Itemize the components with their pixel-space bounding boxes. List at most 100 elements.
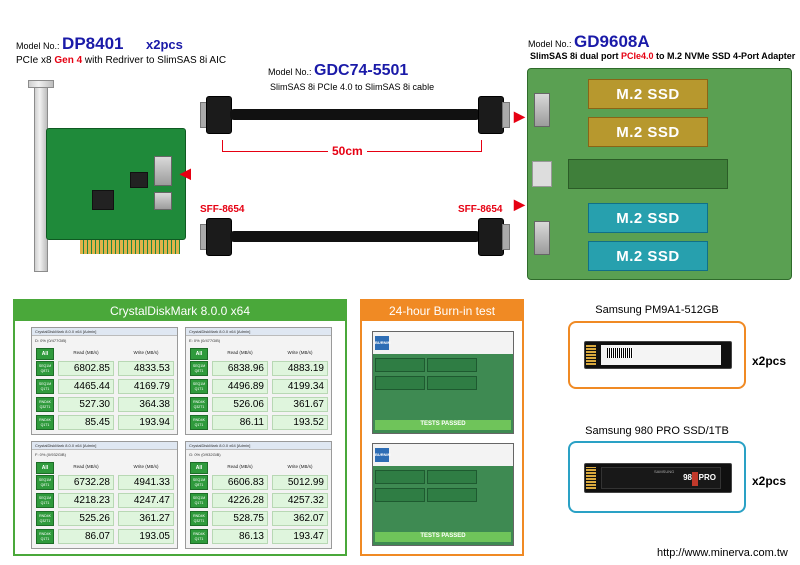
ssd2-title: Samsung 980 PRO SSD/1TB [585,425,729,437]
aic-model-line: Model No.: DP8401 x2pcs [16,34,183,54]
cable-body [230,109,480,120]
cdm-read-value: 6732.28 [58,475,114,490]
cdm-all-button[interactable]: All [36,348,54,360]
cdm-row-label: SEQ1M Q1T1 [190,379,208,394]
cdm-write-value: 4833.53 [118,361,174,376]
ssd2-sticker-model: 980 PRO [683,473,716,482]
cdm-write-header: Write (MB/s) [133,464,159,469]
burnin-header [373,444,513,466]
aic-desc-gen: Gen 4 [54,55,83,66]
ssd2-red-mark [692,472,698,486]
cdm-row-label: RND4K Q32T1 [190,397,208,412]
cdm-write-header: Write (MB/s) [287,350,313,355]
adapter-desc-text: SlimSAS 8i dual port [530,51,622,61]
cdm-row-label: SEQ1M Q1T1 [190,493,208,508]
cdm-read-value: 528.75 [212,511,268,526]
adapter-model-number: GD9608A [574,32,650,51]
burnin-window: BURNIN TESTS PASSED [372,331,514,434]
aic-redriver-chip-2 [130,172,148,188]
cdm-window-title: CrystalDiskMark 8.0.0 x64 [Admin] [32,442,177,450]
cable-pull-tab-right [502,102,510,128]
ssd1-connector [586,345,596,365]
m2-slot-1: M.2 SSD [588,79,708,109]
adapter-board-image: M.2 SSD M.2 SSD M.2 SSD M.2 SSD [527,68,792,280]
cdm-window-drive: D: 0% (0/477GiB) [35,338,67,343]
burnin-header [373,332,513,354]
ssd1-title: Samsung PM9A1-512GB [595,304,719,316]
adapter-desc-text-2: to M.2 NVMe SSD 4-Port Adapter [653,51,796,61]
ssd1-barcode [607,348,633,358]
cdm-row-label: RND4K Q32T1 [190,511,208,526]
aic-model-prefix: Model No.: [16,41,60,51]
cdm-write-value: 361.27 [118,511,174,526]
burnin-logo: BURNIN [375,336,391,350]
cdm-read-value: 4465.44 [58,379,114,394]
cdm-read-value: 4226.28 [212,493,268,508]
cdm-all-button[interactable]: All [190,348,208,360]
cable-model-prefix: Model No.: [268,67,312,77]
arrow-to-adapter-top-icon: ▶ [514,108,525,124]
ssd2-connector [586,467,596,489]
cable-model-number: GDC74-5501 [314,62,409,79]
ssd2-stick-image: 980 PRO SAMSUNG [584,463,732,493]
cdm-read-value: 526.06 [212,397,268,412]
cdm-window-title: CrystalDiskMark 8.0.0 x64 [Admin] [186,328,331,336]
cdm-read-header: Read (MB/s) [227,350,253,355]
adapter-slimsas-port-1 [534,93,550,127]
m2-slot-3-label: M.2 SSD [616,209,680,227]
cdm-row-label: SEQ1M Q1T1 [36,493,54,508]
cdm-row-label: SEQ1M Q8T1 [190,475,208,490]
cable-model-line: Model No.: GDC74-5501 [268,62,408,80]
cdm-row-label: SEQ1M Q8T1 [190,361,208,376]
cdm-row-label: RND4K Q1T1 [190,415,208,430]
cable2-plug-right [478,218,504,256]
adapter-power-connector [532,161,552,187]
cdm-window: CrystalDiskMark 8.0.0 x64 [Admin] D: 0% … [31,327,178,435]
cdm-read-value: 4218.23 [58,493,114,508]
cdm-write-value: 193.52 [272,415,328,430]
cdm-all-button[interactable]: All [36,462,54,474]
ssd2-sticker: 980 PRO SAMSUNG [601,467,721,489]
burnin-drive-tile [427,358,477,372]
cdm-write-value: 193.94 [118,415,174,430]
cdm-read-value: 6838.96 [212,361,268,376]
cdm-all-button[interactable]: All [190,462,208,474]
aic-slimsas-port-2 [154,192,172,210]
cdm-write-value: 4199.34 [272,379,328,394]
cable-top-image [200,92,510,147]
cdm-window-drive: F: 0% (0/932GiB) [35,452,66,457]
cdm-read-value: 4496.89 [212,379,268,394]
cdm-read-header: Read (MB/s) [73,350,99,355]
burnin-tests-passed: TESTS PASSED [375,532,511,542]
cable2-pull-tab-right [502,224,510,250]
aic-card-image [20,80,195,280]
aic-gold-fingers [80,240,180,254]
cdm-write-value: 193.05 [118,529,174,544]
burnin-drive-tile [427,470,477,484]
cdm-window-drive: E: 0% (0/477GiB) [189,338,221,343]
adapter-model-line: Model No.: GD9608A [528,32,650,52]
m2-slot-4-label: M.2 SSD [616,247,680,265]
cdm-window-title: CrystalDiskMark 8.0.0 x64 [Admin] [186,442,331,450]
cdm-row-label: RND4K Q1T1 [36,529,54,544]
cable-plug-left [206,96,232,134]
arrow-to-adapter-bottom-icon: ▶ [514,196,525,212]
cdm-read-header: Read (MB/s) [227,464,253,469]
m2-slot-1-label: M.2 SSD [616,85,680,103]
m2-slot-2: M.2 SSD [588,117,708,147]
cdm-row-label: SEQ1M Q1T1 [36,379,54,394]
burnin-panel: 24-hour Burn-in test BURNIN TESTS PASSED… [360,299,524,556]
cable2-plug-left [206,218,232,256]
aic-slimsas-port [154,156,172,186]
footer-url[interactable]: http://www.minerva.com.tw [657,547,788,559]
cable2-body [230,231,480,242]
burnin-drive-tile [375,470,425,484]
cdm-row-label: SEQ1M Q8T1 [36,361,54,376]
adapter-slimsas-port-2 [534,221,550,255]
ssd1-box [568,321,746,389]
cdm-row-label: RND4K Q1T1 [190,529,208,544]
m2-slot-4: M.2 SSD [588,241,708,271]
cdm-row-label: RND4K Q1T1 [36,415,54,430]
cdm-window: CrystalDiskMark 8.0.0 x64 [Admin] G: 0% … [185,441,332,549]
cdm-window: CrystalDiskMark 8.0.0 x64 [Admin] E: 0% … [185,327,332,435]
